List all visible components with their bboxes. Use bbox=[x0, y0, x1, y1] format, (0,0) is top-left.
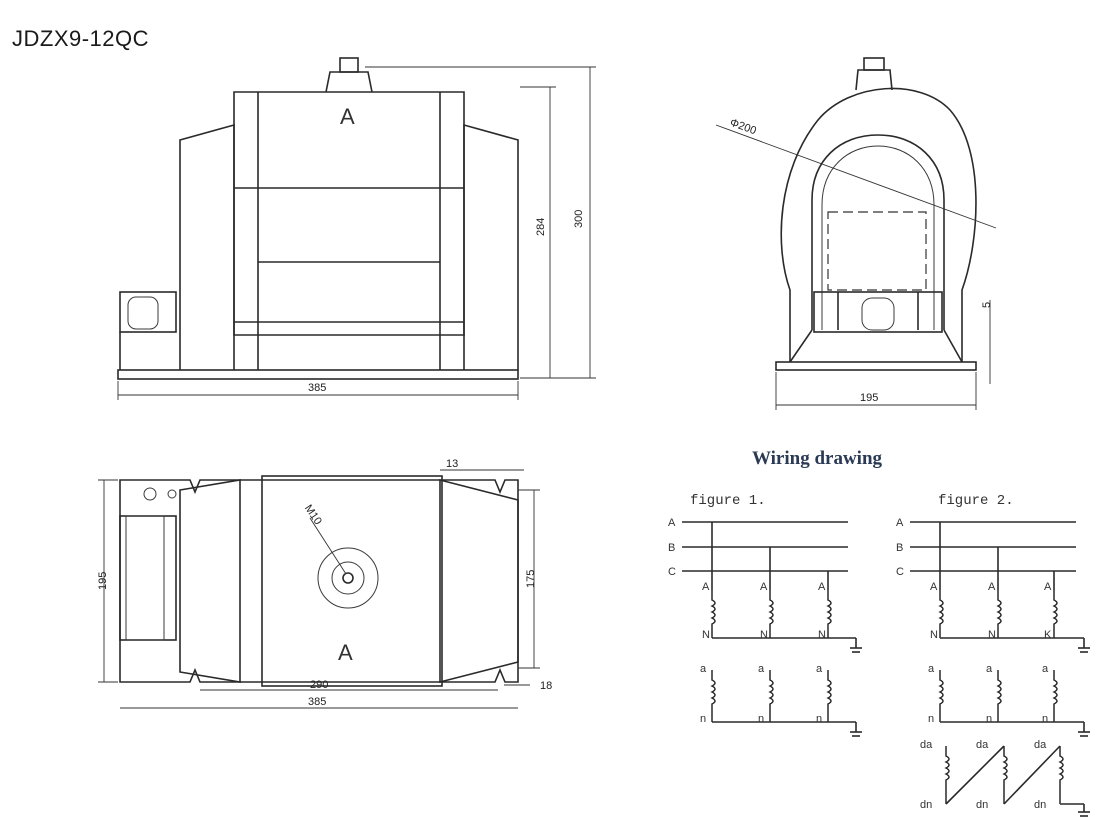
top-gap-dim: 13 bbox=[446, 458, 458, 470]
figure-1-primary-bottom-label: N bbox=[760, 629, 768, 641]
front-view-phase-label: A bbox=[340, 104, 355, 129]
figure-2-primary-top-label: A bbox=[930, 581, 938, 593]
top-height-left-dim: 195 bbox=[97, 572, 109, 590]
figure-2-secondary-bottom-label: n bbox=[986, 713, 992, 725]
figure-2-label: figure 2. bbox=[938, 493, 1014, 509]
figure-1-bus-label: C bbox=[668, 566, 676, 578]
side-view: Φ200 195 5 bbox=[715, 57, 997, 410]
figure-2-tertiary-top-label: da bbox=[1034, 739, 1047, 751]
figure-2-bus-label: C bbox=[896, 566, 904, 578]
figure-2-tertiary-top-label: da bbox=[976, 739, 989, 751]
figure-2-tertiary-bottom-label: dn bbox=[976, 799, 988, 811]
figure-1-bus-label: A bbox=[668, 517, 676, 529]
figure-1-primary-bottom-label: N bbox=[818, 629, 826, 641]
figure-2-primary-top-label: A bbox=[988, 581, 996, 593]
figure-2-primary-bottom-label: N bbox=[930, 629, 938, 641]
figure-2-bus-label: B bbox=[896, 542, 903, 554]
figure-1-primary-top-label: A bbox=[760, 581, 768, 593]
figure-2-secondary-bottom-label: n bbox=[1042, 713, 1048, 725]
figure-1-secondary-top-label: a bbox=[816, 663, 823, 675]
bottom-gap-dim: 18 bbox=[540, 680, 552, 692]
figure-2-secondary-bottom-label: n bbox=[928, 713, 934, 725]
front-height-inner-dim: 284 bbox=[535, 218, 547, 236]
figure-2-secondary-top-label: a bbox=[1042, 663, 1049, 675]
side-width-dim: 195 bbox=[860, 392, 878, 404]
top-view-phase-label: A bbox=[338, 640, 353, 665]
figure-2-secondary-top-label: a bbox=[986, 663, 993, 675]
figure-2-primary-bottom-label: N bbox=[988, 629, 996, 641]
front-height-outer-dim: 300 bbox=[573, 210, 585, 228]
figure-1-secondary-bottom-label: n bbox=[816, 713, 822, 725]
figure-2-primary-bottom-label: K bbox=[1044, 629, 1052, 641]
figure-2-tertiary-bottom-label: dn bbox=[920, 799, 932, 811]
figure-1-bus-label: B bbox=[668, 542, 675, 554]
figure-1-secondary-bottom-label: n bbox=[758, 713, 764, 725]
figure-2-primary-top-label: A bbox=[1044, 581, 1052, 593]
wiring-figure-1: figure 1. A B C A A A N N N bbox=[668, 493, 862, 737]
top-height-right-dim: 175 bbox=[525, 570, 537, 588]
product-model-title: JDZX9-12QC bbox=[12, 26, 150, 51]
hole-span-dim: 290 bbox=[310, 679, 328, 691]
side-base-dim: 5 bbox=[981, 302, 993, 308]
wiring-figure-2: figure 2. A B C A A A N N K bbox=[896, 493, 1090, 817]
figure-2-tertiary-bottom-label: dn bbox=[1034, 799, 1046, 811]
top-width-dim: 385 bbox=[308, 696, 326, 708]
wiring-section: Wiring drawing figure 1. A B C A A A N N bbox=[668, 448, 1090, 817]
front-view: A 385 284 300 bbox=[117, 57, 596, 400]
figure-1-primary-top-label: A bbox=[702, 581, 710, 593]
figure-2-bus-label: A bbox=[896, 517, 904, 529]
top-view: M10 A 195 175 13 18 290 385 bbox=[97, 458, 552, 709]
figure-1-secondary-top-label: a bbox=[700, 663, 707, 675]
wiring-drawing-title: Wiring drawing bbox=[752, 448, 883, 469]
side-diameter-dim: Φ200 bbox=[728, 117, 758, 138]
front-width-dim: 385 bbox=[308, 382, 326, 394]
figure-2-tertiary-top-label: da bbox=[920, 739, 933, 751]
figure-1-primary-top-label: A bbox=[818, 581, 826, 593]
figure-1-label: figure 1. bbox=[690, 493, 766, 509]
figure-1-secondary-top-label: a bbox=[758, 663, 765, 675]
figure-1-primary-bottom-label: N bbox=[702, 629, 710, 641]
figure-2-secondary-top-label: a bbox=[928, 663, 935, 675]
bolt-size-label: M10 bbox=[302, 503, 324, 527]
figure-1-secondary-bottom-label: n bbox=[700, 713, 706, 725]
